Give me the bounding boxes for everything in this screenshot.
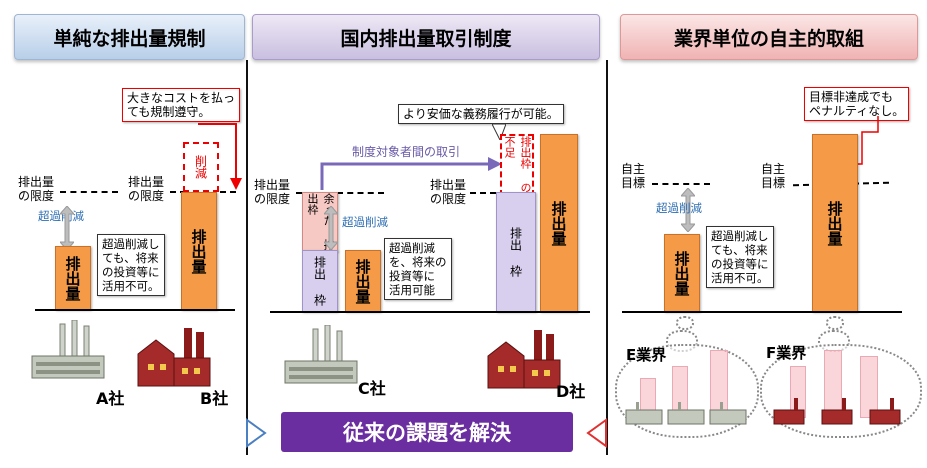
- baseline-a: [35, 309, 235, 311]
- baseline-b: [270, 311, 590, 313]
- limit-line-c: [296, 192, 384, 194]
- callout-cheaper: より安価な義務履行が可能。: [398, 104, 564, 124]
- company-d: D社: [556, 382, 586, 401]
- factory-d-icon: [487, 330, 561, 389]
- factory-row-e-icon: [625, 402, 747, 425]
- label-limit-a: 排出量 の限度: [18, 175, 55, 203]
- factory-row-f-icon: [773, 398, 901, 425]
- emission-bar-b: 排出量: [181, 192, 217, 310]
- factory-b-icon: [137, 328, 211, 387]
- header-voluntary-action: 業界単位の自主的取組: [620, 14, 918, 60]
- left-triangle-icon: [246, 418, 267, 448]
- pointer-no-penalty: [850, 116, 879, 165]
- label-excess-c: 超過削減: [342, 215, 388, 229]
- shortage-quota-box: 排出枠 の不足: [500, 134, 534, 196]
- quota-bar-c: 排出 枠: [302, 250, 338, 312]
- double-arrow-c: [324, 206, 338, 250]
- label-target-e: 自主 目標: [621, 162, 646, 190]
- company-a: A社: [96, 389, 125, 408]
- factory-c-icon: [284, 325, 358, 384]
- callout-a-no-use: 超過削減し ても、将来 の投資等に 活用不可。: [97, 234, 165, 296]
- header-simple-regulation: 単純な排出量規制: [14, 14, 245, 60]
- arrow-b-cut: [198, 123, 242, 190]
- callout-e-no-use: 超過削減し ても、将来 の投資等に 活用不可。: [706, 226, 774, 288]
- label-trading: 制度対象者間の取引: [352, 145, 461, 159]
- thought-bubble-e-1: [676, 316, 694, 330]
- industry-e: E業界: [626, 346, 667, 364]
- label-limit-c: 排出量 の限度: [254, 178, 291, 206]
- label-limit-d: 排出量 の限度: [430, 178, 467, 206]
- label-excess-e: 超過削減: [656, 201, 702, 215]
- callout-f-no-penalty: 目標非達成でも ペナルティなし。: [804, 87, 910, 121]
- company-c: C社: [358, 379, 386, 398]
- factory-a-icon: [31, 320, 105, 379]
- industry-f: F業界: [766, 344, 807, 362]
- header-emissions-trading: 国内排出量取引制度: [252, 14, 600, 60]
- label-target-f: 自主 目標: [761, 162, 786, 190]
- limit-line-d: [470, 192, 496, 194]
- quota-bar-d: 排出 枠: [496, 192, 536, 312]
- double-arrow-e: [681, 188, 695, 232]
- divider-left: [246, 60, 248, 455]
- trading-arrow: [320, 157, 502, 190]
- ghost-bar-f3: [860, 356, 878, 418]
- thought-bubble-f-1: [826, 316, 844, 330]
- callout-c-usable: 超過削減 を、将来の 投資等に 活用可能: [384, 238, 452, 300]
- emission-bar-d: 排出量: [540, 134, 578, 312]
- pointer-cheaper: [492, 124, 506, 140]
- emission-bar-c: 排出量: [345, 250, 381, 312]
- emission-bar-e: 排出量: [664, 234, 700, 312]
- emission-bar-f: 排出量: [812, 134, 858, 312]
- emission-bar-a: 排出量: [55, 246, 91, 310]
- baseline-c: [622, 311, 902, 313]
- label-limit-b: 排出量 の限度: [128, 175, 165, 203]
- solution-banner: 従来の課題を解決: [281, 412, 573, 452]
- divider-right: [606, 60, 608, 455]
- reduction-box-b: 削減: [183, 142, 219, 192]
- double-arrow-a: [60, 206, 74, 250]
- right-triangle-icon: [586, 418, 607, 448]
- company-b: B社: [200, 389, 229, 408]
- limit-line-a: [60, 191, 118, 193]
- target-line-e: [652, 183, 710, 185]
- callout-b-cost: 大きなコストを払っ ても規制遵守。: [122, 88, 241, 122]
